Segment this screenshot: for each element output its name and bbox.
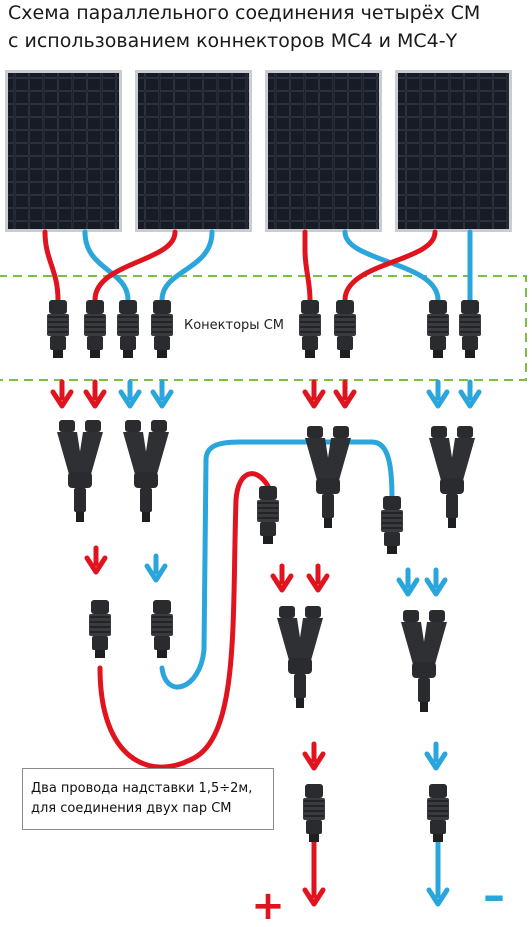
title-line-1: Схема параллельного соединения четырёх С… xyxy=(8,2,481,24)
mc4y-connector-positive-3 xyxy=(277,606,323,708)
mc4-connector-5 xyxy=(299,300,321,358)
flow-arrow-row1-3 xyxy=(118,379,142,409)
flow-arrow-row1-7 xyxy=(426,379,450,409)
flow-arrow-row1-2 xyxy=(83,379,107,409)
extension-connector-negative xyxy=(381,496,403,554)
mc4-connector-3 xyxy=(117,300,139,358)
flow-arrow-neg-final xyxy=(426,877,450,907)
mc4-connector-2 xyxy=(84,300,106,358)
solar-panel-4 xyxy=(395,70,512,232)
flow-arrow-neg-out xyxy=(424,741,448,771)
extension-start-negative xyxy=(151,600,173,658)
solar-panel-2 xyxy=(135,70,252,232)
mc4y-connector-negative-3 xyxy=(401,610,447,712)
output-connector-negative xyxy=(427,784,449,842)
flow-arrow-pos-c xyxy=(306,563,330,593)
flow-arrow-row1-4 xyxy=(150,379,174,409)
mc4-connector-7 xyxy=(427,300,449,358)
output-leads xyxy=(311,837,441,888)
flow-arrow-row1-1 xyxy=(50,379,74,409)
plus-sign: + xyxy=(251,883,285,923)
flow-arrow-neg-a xyxy=(144,553,168,583)
connector-band xyxy=(0,275,527,381)
solar-panel-3 xyxy=(265,70,382,232)
callout-line-1: Два провода надставки 1,5÷2м, xyxy=(31,781,253,796)
extension-wires xyxy=(97,439,395,770)
flow-arrow-pos-a xyxy=(84,545,108,575)
flow-arrow-pos-out xyxy=(302,741,326,771)
mc4-connector-1 xyxy=(47,300,69,358)
flow-arrows xyxy=(50,379,482,907)
flow-arrow-neg-b xyxy=(396,567,420,597)
flow-arrow-row1-8 xyxy=(458,379,482,409)
mc4-connector-8 xyxy=(459,300,481,358)
extension-callout: Два провода надставки 1,5÷2м, для соедин… xyxy=(22,768,274,830)
mc4y-connector-positive-2 xyxy=(305,426,351,528)
callout-line-2: для соединения двух пар СМ xyxy=(31,801,232,816)
mc4-connector-4 xyxy=(151,300,173,358)
solar-panel-1 xyxy=(5,70,122,232)
extension-connector-positive xyxy=(257,486,279,544)
flow-arrow-neg-c xyxy=(424,567,448,597)
extension-start-positive xyxy=(89,600,111,658)
flow-arrow-pos-b xyxy=(270,563,294,593)
mc4y-connector-negative-2 xyxy=(429,426,475,528)
mc4-connector-6 xyxy=(334,300,356,358)
flow-arrow-row1-6 xyxy=(333,379,357,409)
flow-arrow-row1-5 xyxy=(302,379,326,409)
mc4y-connector-positive-1 xyxy=(57,420,103,522)
connectors-label: Конекторы СМ xyxy=(184,318,285,333)
connectors xyxy=(47,300,481,842)
panel-leads xyxy=(42,229,473,303)
title-line-2: с использованием коннекторов МС4 и МС4-Y xyxy=(8,30,458,52)
flow-arrow-pos-final xyxy=(302,877,326,907)
mc4y-connector-negative-1 xyxy=(123,420,169,522)
minus-sign: – xyxy=(483,870,505,921)
output-connector-positive xyxy=(303,784,325,842)
